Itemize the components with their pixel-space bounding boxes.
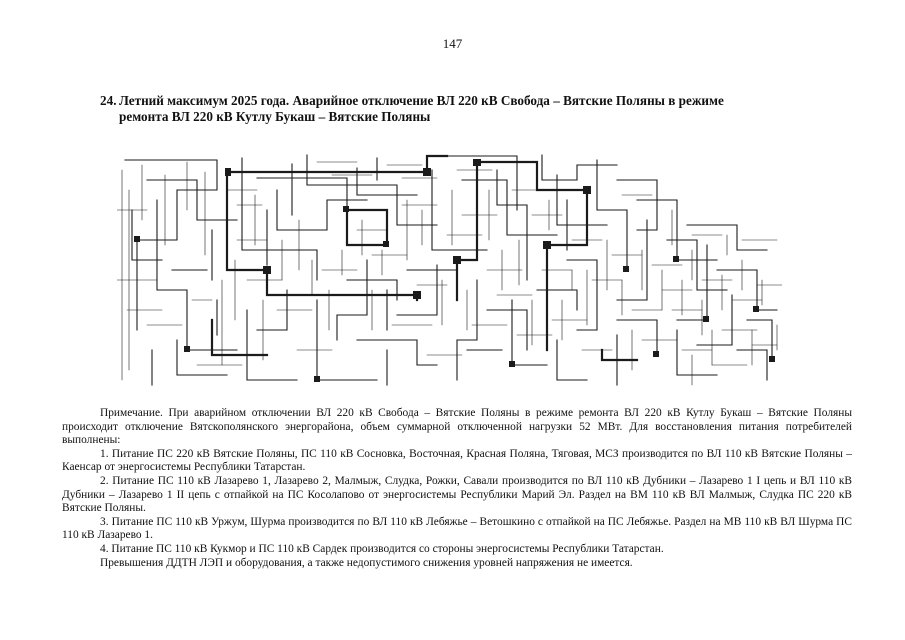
note-paragraph: 2. Питание ПС 110 кВ Лазарево 1, Лазарев… [62,474,852,515]
heading-line-2: ремонта ВЛ 220 кВ Кутлу Букаш – Вятские … [119,109,431,124]
page-number: 147 [442,36,463,51]
power-grid-scheme-icon [117,154,782,386]
note-block: Примечание. При аварийном отключении ВЛ … [62,407,852,570]
section-number: 24. [100,93,117,108]
section-heading: 24.Летний максимум 2025 года. Аварийное … [100,93,850,125]
heading-line-1: Летний максимум 2025 года. Аварийное отк… [119,93,724,108]
note-paragraph: Примечание. При аварийном отключении ВЛ … [62,407,852,447]
note-paragraph: 3. Питание ПС 110 кВ Уржум, Шурма произв… [62,515,852,542]
note-paragraph: Превышения ДДТН ЛЭП и оборудования, а та… [100,556,633,569]
note-paragraph: 1. Питание ПС 220 кВ Вятские Поляны, ПС … [62,447,852,474]
note-paragraph: 4. Питание ПС 110 кВ Кукмор и ПС 110 кВ … [100,542,664,555]
